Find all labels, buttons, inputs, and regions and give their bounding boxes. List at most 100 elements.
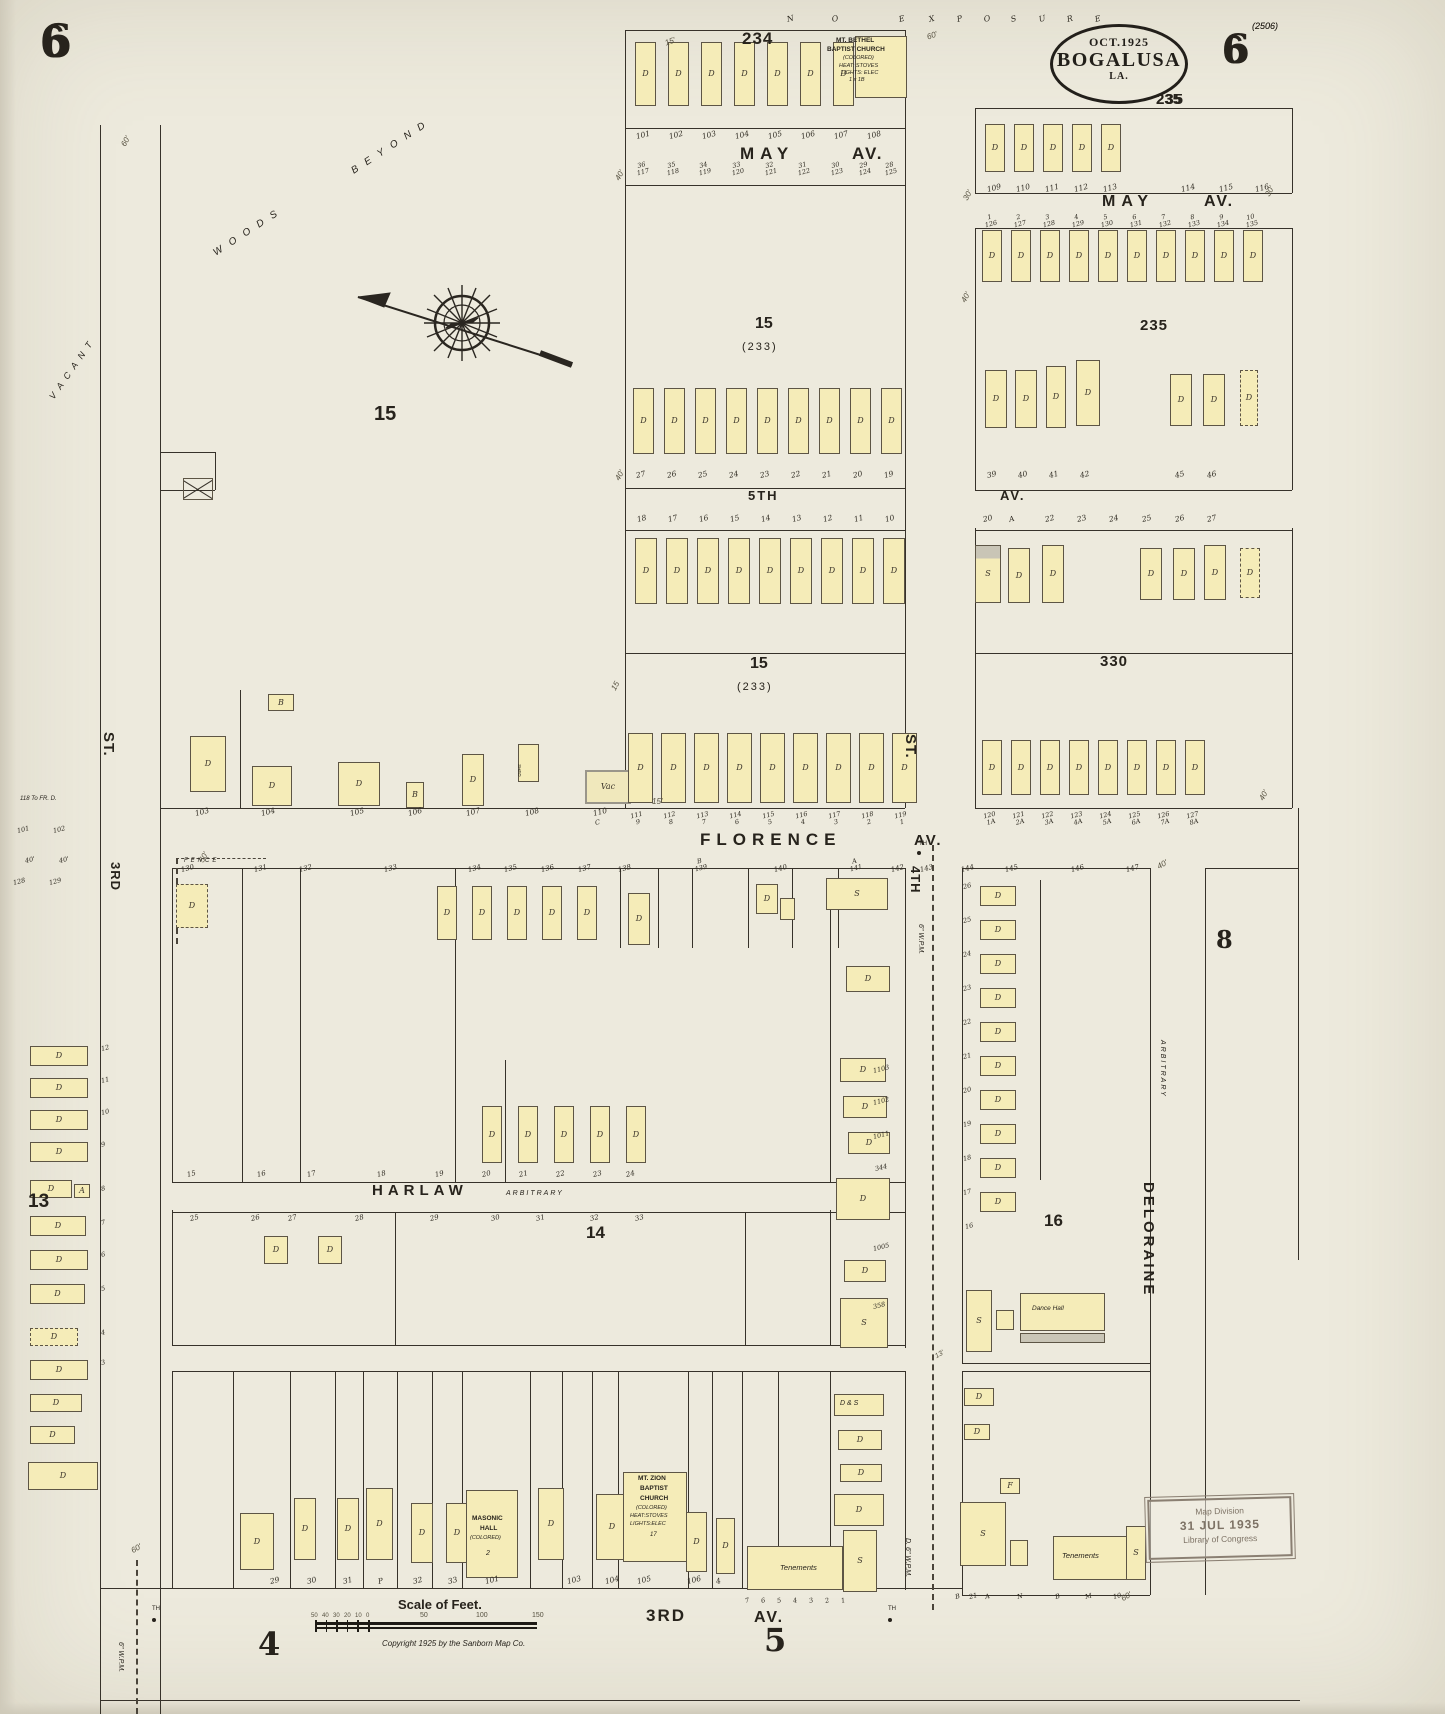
- map-label: 14: [586, 1223, 605, 1242]
- building: D: [437, 886, 457, 940]
- building: D: [1185, 740, 1205, 795]
- paper-edge-bottom: [0, 1702, 1445, 1714]
- map-label: 2: [486, 1550, 490, 1557]
- lot-number: 131: [253, 863, 268, 874]
- building-label: B: [278, 697, 284, 707]
- map-label: ST.: [100, 732, 117, 757]
- building: S: [1126, 1526, 1146, 1580]
- map-line: [625, 530, 905, 532]
- building: D: [1098, 230, 1118, 282]
- house-number: 23: [962, 983, 973, 993]
- lot-number: 21: [518, 1169, 529, 1179]
- building-label: D: [642, 566, 650, 576]
- map-label: HALL: [480, 1525, 498, 1532]
- lot-number: 39: [985, 468, 998, 480]
- building-label: D: [1075, 762, 1083, 772]
- building: D: [980, 1124, 1016, 1144]
- building: D: [30, 1284, 85, 1304]
- house-number: 128: [12, 876, 27, 887]
- lot-number: 140: [773, 863, 788, 874]
- map-label: 6: [40, 14, 73, 68]
- map-label: SHED: [517, 764, 522, 777]
- scale-label: 150: [532, 1612, 544, 1619]
- map-line: [962, 1371, 1150, 1373]
- map-line: [975, 228, 1292, 230]
- lot-number: M: [1084, 1591, 1093, 1601]
- house-number: 11: [100, 1075, 111, 1085]
- building-label: D: [1052, 392, 1060, 402]
- building-label: S: [854, 889, 860, 899]
- scale-tick: [357, 1620, 359, 1632]
- building-label: D: [671, 416, 678, 426]
- map-line: [300, 868, 302, 1182]
- lot-number: N: [1016, 1591, 1024, 1601]
- building-label: D: [204, 759, 212, 769]
- lot-number: 17: [666, 512, 679, 524]
- map-line: [625, 30, 627, 808]
- house-number: 101: [16, 824, 31, 835]
- building: D: [554, 1106, 574, 1163]
- lot-number: 27: [1205, 512, 1218, 524]
- lot-number: 29: [268, 1574, 281, 1586]
- building: D: [985, 370, 1007, 428]
- map-label: (233): [742, 341, 778, 353]
- map-label: 17: [650, 1532, 657, 1538]
- map-label: ARBITRARY: [1159, 1040, 1166, 1098]
- building: D: [701, 42, 722, 106]
- lot-number: 104: [733, 128, 751, 141]
- building: D: [30, 1110, 88, 1130]
- house-number: 7: [100, 1218, 107, 1227]
- building-label: D: [253, 1536, 261, 1546]
- building-label: D: [994, 1061, 1002, 1071]
- map-label: 40': [1155, 857, 1170, 871]
- building: D: [30, 1046, 88, 1066]
- building-label: D: [1162, 251, 1170, 261]
- map-line: [625, 30, 905, 32]
- building: D: [252, 766, 292, 806]
- building: D: [1101, 124, 1121, 172]
- building-label: D: [55, 1365, 63, 1375]
- building-label: D: [1211, 567, 1219, 577]
- paper-edge-left: [0, 0, 16, 1714]
- building-label: D: [637, 763, 644, 773]
- lot-number: 31: [341, 1574, 354, 1586]
- building-label: D: [859, 566, 867, 576]
- map-label: 4: [258, 1625, 281, 1663]
- map-label: 234: [742, 29, 774, 48]
- building: D: [1015, 370, 1037, 428]
- map-line: [172, 868, 905, 870]
- map-line: [505, 1060, 507, 1182]
- building-label: D: [54, 1221, 62, 1231]
- map-line: [160, 808, 905, 810]
- building-label: D: [1078, 143, 1086, 153]
- building-label: D: [992, 394, 1000, 404]
- building-label: D: [560, 1129, 568, 1139]
- building-label: D: [994, 1129, 1002, 1139]
- building: D: [985, 124, 1005, 172]
- lot-number: 107: [832, 128, 850, 141]
- building-label: D: [890, 566, 898, 576]
- lot-number: U: [1037, 13, 1047, 24]
- lot-number: 5: [776, 1596, 783, 1605]
- map-line: [432, 1371, 434, 1588]
- building: D: [518, 1106, 538, 1163]
- building-label: D: [47, 1184, 55, 1194]
- building-label: D: [861, 1266, 869, 1276]
- map-label: AV.: [754, 1609, 785, 1626]
- building-label: D: [1049, 569, 1057, 579]
- house-number: 10: [100, 1107, 111, 1117]
- building: [466, 1490, 518, 1578]
- map-line: [975, 528, 977, 808]
- lot-number: 134: [467, 863, 482, 874]
- building: D: [756, 884, 778, 914]
- map-line: [160, 125, 162, 1714]
- map-line: [562, 1371, 564, 1588]
- lot-number: 137: [577, 863, 592, 874]
- map-label: 13: [28, 1191, 50, 1212]
- building-label: D: [859, 1065, 867, 1075]
